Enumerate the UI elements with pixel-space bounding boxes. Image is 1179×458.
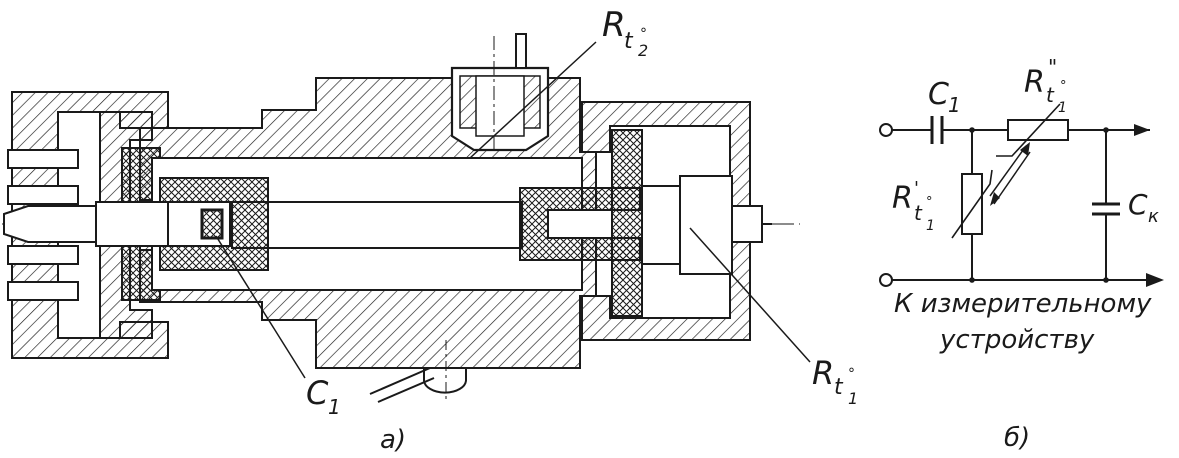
equivalent-circuit [879,103,1164,287]
cross-section-drawing [2,33,811,403]
rt2-leader [469,41,597,159]
label-rt2: R [602,5,626,45]
label-c1-a-sub: 1 [328,395,341,419]
caption-a: а) [380,425,406,455]
label-ck: C [1128,188,1148,221]
rt1-leader [689,227,811,363]
connector-fins [7,149,79,301]
capacitor-c1-element [200,208,224,240]
thermistor-rt1-prime [961,173,983,235]
prime-mark: ' [914,178,919,199]
center-pin [3,205,101,243]
thermal-coupling-arrow [989,145,1027,197]
input-terminal-bottom [879,273,893,287]
output-arrow-bottom [1146,273,1164,287]
degree-mark: ° [1060,79,1067,94]
degree-mark: ° [848,366,855,382]
label-rt1-double-prime: R [1024,65,1045,100]
input-terminal-top [879,123,893,137]
label-rt1-a-subsub: 1 [848,389,858,408]
label-rt1-prime-sub: t [914,201,923,225]
label-rt1-double-prime-sub: t [1046,83,1055,107]
label-rt1-a: R [812,354,834,392]
degree-mark: ° [640,26,647,42]
left-conductor [95,201,169,247]
double-prime-mark: " [1048,55,1057,79]
inner-conductor [231,201,523,249]
right-flange [611,129,643,317]
thermistor-rt1-double-prime [1007,119,1069,141]
label-to-meter-line2: устройству [939,325,1095,355]
label-rt2-subsub: 2 [638,41,648,60]
label-rt1-a-sub: t [834,375,844,400]
label-c1-a: C [306,374,329,412]
label-c1-b: C [928,77,949,112]
label-c1-b-sub: 1 [948,93,961,117]
thermistor-rt1-end [679,175,733,275]
label-rt1-double-prime-subsub: 1 [1058,100,1067,116]
c1-leader [215,235,306,379]
caption-b: б) [1004,423,1030,453]
right-connector-shell [581,101,751,341]
label-to-meter-line1: К измерительному [894,289,1152,319]
right-terminal [731,205,763,243]
label-rt1-prime: R [892,181,913,216]
output-arrow-top [1134,124,1150,136]
label-rt1-prime-subsub: 1 [926,218,935,234]
rt2-lead [515,33,527,69]
label-ck-sub: к [1148,206,1159,227]
label-rt2-sub: t [624,29,634,54]
bottom-screw [423,367,467,394]
degree-mark: ° [926,195,933,210]
